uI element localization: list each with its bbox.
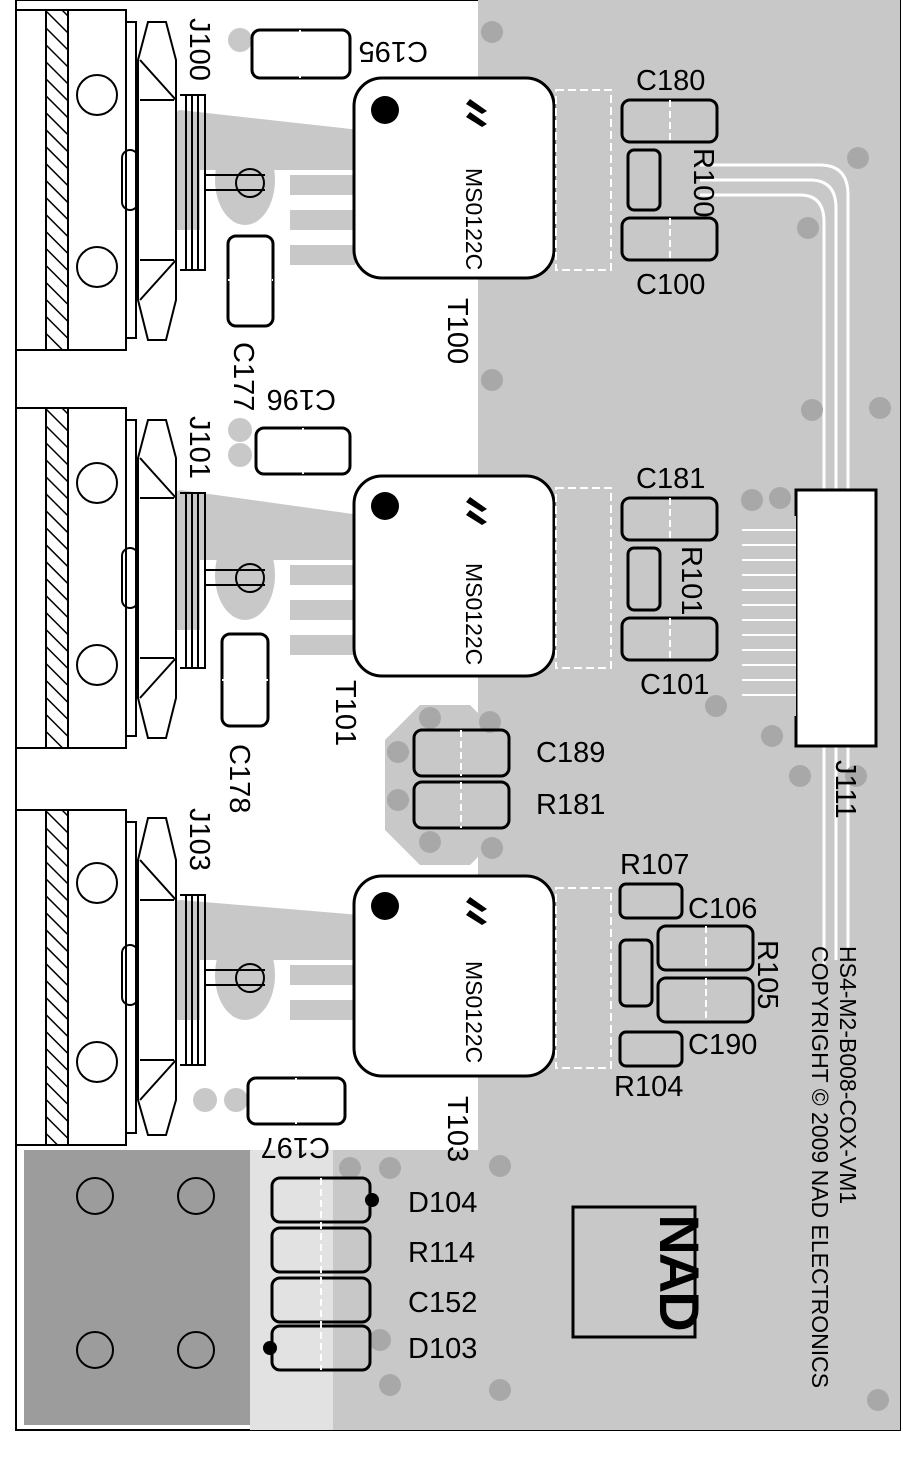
label-c106: C106 <box>688 893 757 925</box>
label-r104: R104 <box>614 1071 683 1103</box>
label-j111: J111 <box>829 760 861 819</box>
label-t103: T103 <box>441 1096 473 1162</box>
diode-markers <box>263 1193 379 1355</box>
board-id: HS4-M2-B008-COX-VM1 <box>835 946 861 1204</box>
label-r105: R105 <box>751 940 783 1009</box>
label-t101: T101 <box>329 680 361 746</box>
label-c152: C152 <box>408 1287 477 1319</box>
label-r114: R114 <box>408 1237 475 1269</box>
transformer-t101-body <box>352 474 556 678</box>
t103-marking: MS0122C <box>461 961 487 1063</box>
t100-marking: MS0122C <box>461 168 487 270</box>
label-c189: C189 <box>536 737 605 769</box>
connector-j111 <box>742 488 878 748</box>
coax-jack-j101 <box>15 407 265 749</box>
label-t100: T100 <box>441 298 473 364</box>
label-c197: C197 <box>261 1131 330 1163</box>
label-j100: J100 <box>183 18 215 81</box>
pad-centers <box>222 30 707 1370</box>
label-c177: C177 <box>227 342 259 411</box>
label-r181: R181 <box>536 789 605 821</box>
transformer-t100-body <box>352 76 556 280</box>
label-c196: C196 <box>267 383 336 415</box>
mounting-holes <box>76 1177 215 1369</box>
label-c181: C181 <box>636 463 705 495</box>
label-c190: C190 <box>688 1029 757 1061</box>
copyright: COPYRIGHT © 2009 NAD ELECTRONICS <box>807 946 833 1388</box>
label-j103: J103 <box>183 808 215 871</box>
label-j101: J101 <box>183 416 215 479</box>
label-r100: R100 <box>687 148 719 217</box>
shield-pad <box>24 1150 250 1425</box>
transformer-pins <box>555 89 612 1069</box>
label-c180: C180 <box>636 65 705 97</box>
svg-text:NAD: NAD <box>648 1214 711 1330</box>
ground-plane-lower <box>333 1150 900 1430</box>
label-d103: D103 <box>408 1333 477 1365</box>
transformer-t103-body <box>352 874 556 1078</box>
label-c101: C101 <box>640 669 709 701</box>
coax-jack-j103 <box>15 809 265 1146</box>
coax-jack-j100 <box>15 9 265 351</box>
label-r101: R101 <box>675 546 707 615</box>
label-c195: C195 <box>359 35 428 67</box>
label-d104: D104 <box>408 1187 477 1219</box>
label-c100: C100 <box>636 269 705 301</box>
label-c178: C178 <box>223 744 255 813</box>
nad-logo: NAD <box>571 1205 711 1339</box>
label-r107: R107 <box>620 849 689 881</box>
t101-marking: MS0122C <box>461 563 487 665</box>
